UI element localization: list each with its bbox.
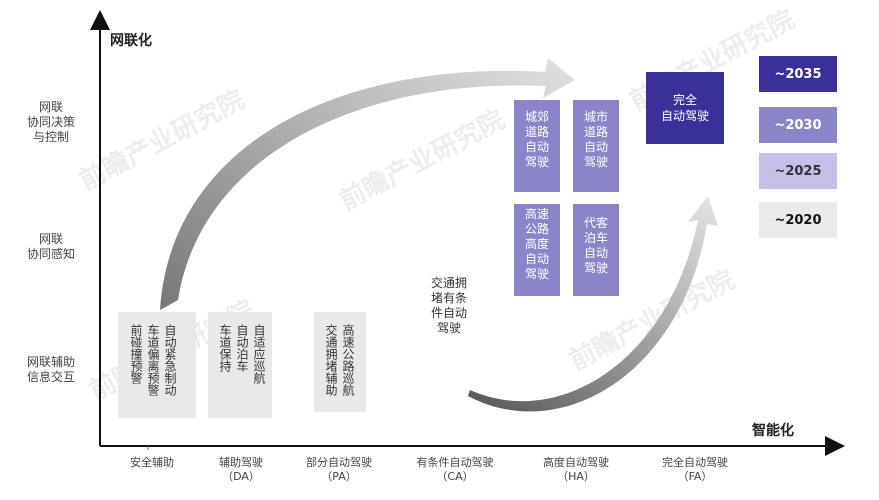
x-level-fa: 完全自动驾驶 （FA） <box>662 456 728 483</box>
y-level-perception: 网联 协同感知 <box>26 232 75 261</box>
x-level-safety: 安全辅助 <box>130 456 174 469</box>
da-features-box <box>208 312 272 418</box>
ha-valet-parking: 代客 泊车 自动 驾驶 <box>573 204 619 296</box>
y-level-info: 网联辅助 信息交互 <box>26 355 75 384</box>
ha-city-road: 城市 道路 自动 驾驶 <box>573 100 619 192</box>
feature-traffic-jam-assist: 交通拥堵辅助 <box>324 324 338 396</box>
legend-2030: ~2030 <box>759 107 837 143</box>
fa-feature: 完全 自动驾驶 <box>646 72 724 144</box>
feature-auto-parking: 自动泊车 <box>235 324 249 372</box>
safety-features-box <box>118 312 196 418</box>
y-axis-title: 网联化 <box>110 33 152 49</box>
feature-auto-emergency-brake: 自动紧急制动 <box>163 324 177 396</box>
legend-2020: ~2020 <box>759 202 837 238</box>
x-level-pa: 部分自动驾驶 （PA） <box>306 456 372 483</box>
legend-2035: ~2035 <box>759 56 837 92</box>
feature-lane-departure: 车道偏离预警 <box>146 324 160 396</box>
progress-arc-lower <box>468 196 718 412</box>
ha-highway: 高速 公路 高度 自动 驾驶 <box>514 204 560 296</box>
y-level-decision: 网联 协同决策 与控制 <box>26 100 75 144</box>
ha-suburban-road: 城郊 道路 自动 驾驶 <box>514 100 560 192</box>
feature-adaptive-cruise: 自适应巡航 <box>252 324 266 384</box>
pa-features-box <box>314 312 366 412</box>
feature-highway-cruise: 高速公路巡航 <box>341 324 355 396</box>
ca-feature: 交通拥 堵有条 件自动 驾驶 <box>430 276 467 335</box>
progress-arc <box>160 58 575 310</box>
x-level-ca: 有条件自动驾驶 （CA） <box>416 456 494 483</box>
feature-lane-keeping: 车道保持 <box>218 324 232 372</box>
x-axis-title: 智能化 <box>752 423 794 439</box>
feature-forward-collision: 前碰撞预警 <box>129 324 143 384</box>
legend-2025: ~2025 <box>759 153 837 189</box>
x-level-da: 辅助驾驶 （DA） <box>219 456 263 483</box>
x-level-ha: 高度自动驾驶 （HA） <box>543 456 609 483</box>
